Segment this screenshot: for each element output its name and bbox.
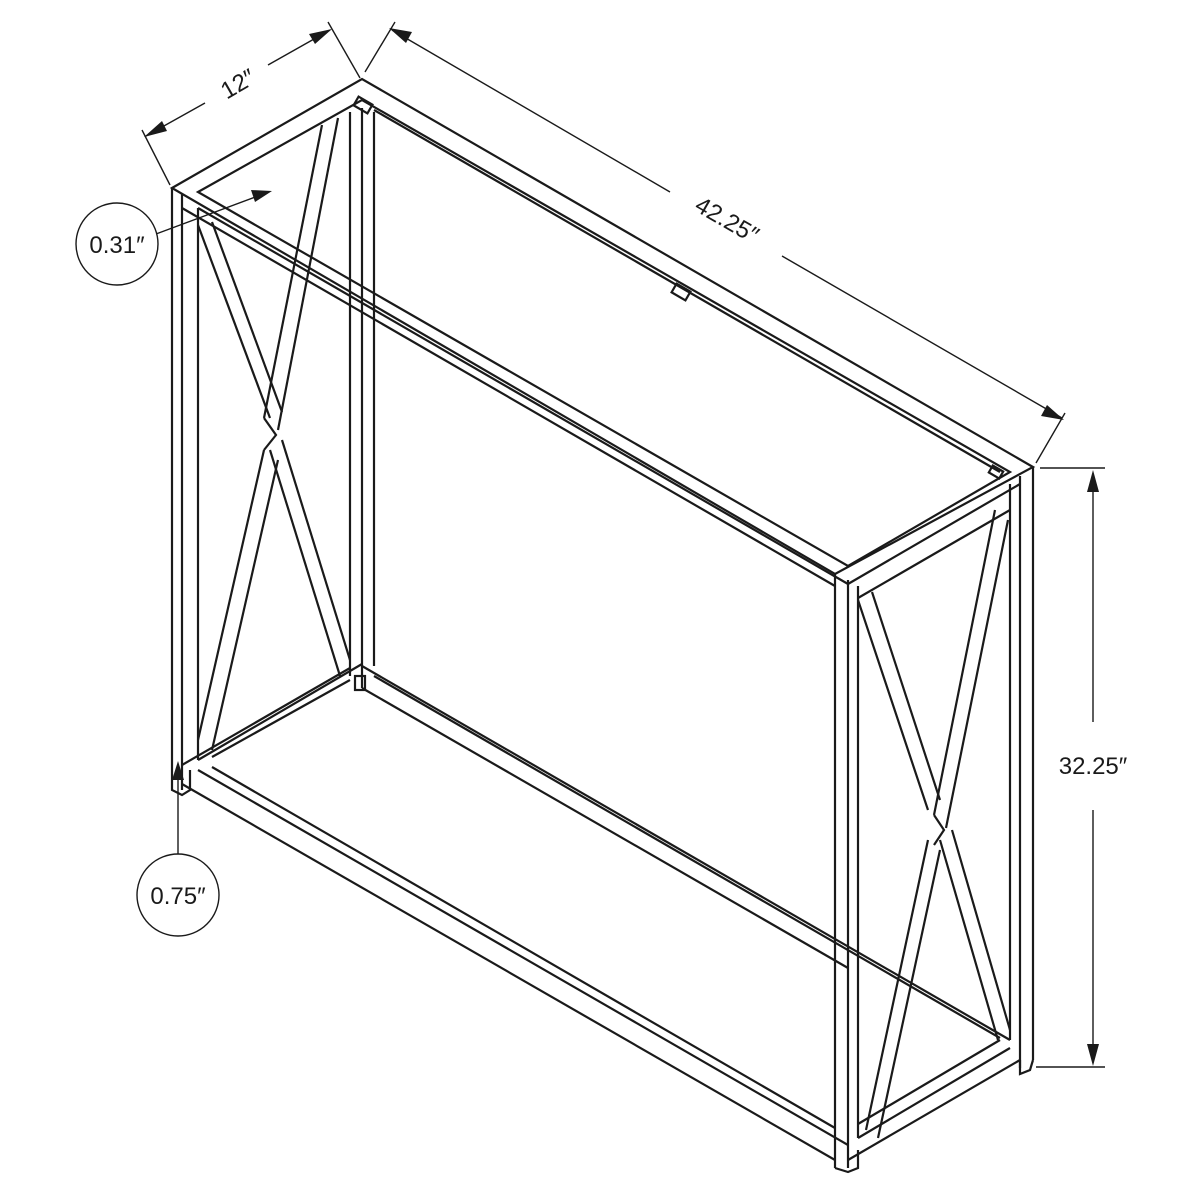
bottom-rear-rail-outer <box>361 665 1011 1041</box>
width-extension-left <box>364 21 396 73</box>
left-x-brace-a4 <box>280 439 352 661</box>
right-bottom-rail-inner <box>857 1039 1001 1125</box>
tube-leader-arrow <box>251 190 272 202</box>
right-x-brace-b4 <box>876 849 942 1139</box>
top-frame-inner <box>195 98 1013 568</box>
foot-height-callout <box>136 853 220 937</box>
height-label: 32.25″ <box>1059 753 1128 780</box>
top-clip-left <box>352 95 374 115</box>
right-x-brace-b2 <box>944 519 1010 829</box>
top-rear-rail-inner <box>373 109 1001 473</box>
table-frame <box>169 77 1036 1174</box>
right-x-brace-a3 <box>938 839 1000 1041</box>
depth-extension-right <box>327 21 361 79</box>
depth-arrow-left <box>144 121 167 137</box>
depth-arrow-right <box>309 29 332 44</box>
left-bottom-rail-outer <box>181 667 351 766</box>
left-x-brace-a1 <box>196 224 272 419</box>
left-x-brace-b1 <box>262 124 324 419</box>
top-clip-right <box>987 464 1005 480</box>
dimension-lines <box>141 21 1105 1068</box>
bottom-front-rail-outer <box>181 783 836 1161</box>
right-front-foot <box>834 1150 860 1174</box>
right-x-brace-a2 <box>870 591 942 801</box>
width-arrow-left <box>389 28 412 43</box>
tube-thickness-callout <box>75 202 159 286</box>
tube-leader-line <box>155 195 259 235</box>
left-x-brace-b2 <box>276 117 340 431</box>
bottom-front-rail-inner2 <box>211 766 836 1129</box>
right-bottom-rail-inner2 <box>847 1059 1021 1161</box>
right-x-brace-b3 <box>864 839 930 1131</box>
width-dim-line-a <box>391 29 671 193</box>
width-arrow-right <box>1041 405 1064 420</box>
height-arrow-bottom <box>1087 1044 1099 1066</box>
foot-height-label: 0.75″ <box>150 883 206 910</box>
top-front-rail-edge <box>181 207 836 587</box>
left-x-brace-b4 <box>210 459 280 751</box>
left-bottom-rail-inner <box>197 663 363 761</box>
left-bottom-rail-inner2 <box>211 679 351 758</box>
bottom-rear-rail-inner2 <box>361 687 849 969</box>
height-arrow-top <box>1087 470 1099 492</box>
left-x-brace-b3 <box>196 449 266 741</box>
tube-thickness-label: 0.31″ <box>89 232 145 259</box>
depth-label: 12″ <box>216 64 260 105</box>
depth-extension-left <box>141 129 171 186</box>
left-front-foot <box>170 770 192 797</box>
left-x-brace-a3 <box>268 449 342 677</box>
right-top-rail-outer <box>847 483 1021 585</box>
top-front-rail-inner <box>197 207 849 585</box>
width-extension-right <box>1035 412 1066 464</box>
right-x-brace-a4 <box>950 829 1012 1031</box>
bottom-front-rail-inner <box>197 769 849 1146</box>
right-x-brace-a1 <box>856 599 930 811</box>
width-dim-line-b <box>781 255 1063 419</box>
left-rear-foot <box>353 674 367 692</box>
foot-leader-arrow <box>172 761 184 780</box>
bottom-rear-rail-inner <box>373 675 1001 1039</box>
left-x-brace-joint <box>263 417 278 451</box>
right-bottom-rail-outer <box>857 1047 1011 1139</box>
right-x-brace-joint <box>933 814 946 846</box>
width-label: 42.25″ <box>690 192 763 250</box>
top-clip-middle <box>670 282 692 302</box>
left-x-brace-a2 <box>210 221 284 413</box>
right-rear-foot <box>1018 1059 1035 1076</box>
right-x-brace-b1 <box>932 509 997 816</box>
right-top-rail-inner <box>857 509 1011 599</box>
